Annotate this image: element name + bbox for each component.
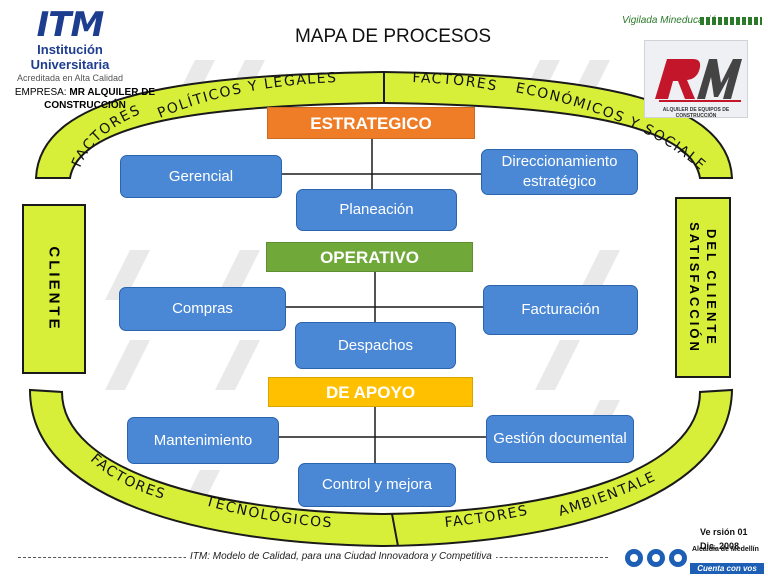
- process-planeacion: Planeación: [296, 189, 457, 231]
- client-box: CLIENTE: [22, 204, 86, 374]
- category-operativo: OPERATIVO: [266, 242, 473, 272]
- process-mantenimiento: Mantenimiento: [127, 417, 279, 464]
- client-label: CLIENTE: [45, 246, 63, 332]
- version-label: Ve rsión 01: [700, 527, 748, 537]
- rm-logo: [644, 40, 748, 118]
- cuenta-con-vos-badge: Cuenta con vos: [690, 563, 764, 574]
- version-date: Dic. 2008: [700, 541, 740, 551]
- bottom-arc: [28, 388, 734, 548]
- rm-caption: ALQUILER DE EQUIPOS DE CONSTRUCCIÓN: [662, 107, 730, 119]
- process-control-mejora: Control y mejora: [298, 463, 456, 507]
- page-title: MAPA DE PROCESOS: [294, 26, 492, 47]
- vigilada-label: Vigilada Mineducación: [622, 15, 722, 26]
- company-label-prefix: EMPRESA:: [14, 87, 67, 98]
- category-estrategico: ESTRATEGICO: [267, 107, 475, 139]
- footer-logos: [625, 549, 687, 567]
- top-arc: [34, 70, 734, 179]
- itm-logo: ITM Institución Universitaria Acreditada…: [10, 8, 130, 84]
- process-direccionamiento: Direccionamiento estratégico: [481, 149, 638, 195]
- process-gestion-documental: Gestión documental: [486, 415, 634, 463]
- company-label: EMPRESA: MR ALQUILER DE CONSTRUCCIÓN: [6, 86, 164, 112]
- client-satisfaction-line1: DEL CLIENTE: [704, 228, 719, 347]
- client-satisfaction-label: DEL CLIENTE SATISFACCIÓN: [686, 222, 720, 354]
- process-gerencial: Gerencial: [120, 155, 282, 198]
- rm-logo-mark: [655, 59, 742, 102]
- version-info: Ve rsión 01 Dic. 2008: [700, 525, 748, 553]
- client-satisfaction-line2: SATISFACCIÓN: [687, 221, 702, 354]
- footer-tagline: ITM: Modelo de Calidad, para una Ciudad …: [186, 551, 496, 562]
- process-compras: Compras: [119, 287, 286, 331]
- vigilada-bar: [700, 17, 762, 25]
- itm-mark: ITM: [36, 5, 105, 45]
- client-satisfaction-box: DEL CLIENTE SATISFACCIÓN: [675, 197, 731, 378]
- institution-name: Institución Universitaria: [30, 42, 110, 72]
- company-name: MR ALQUILER DE CONSTRUCCIÓN: [44, 87, 156, 111]
- alcaldia-label: Alcaldía de Medellín: [692, 546, 759, 553]
- process-facturacion: Facturación: [483, 285, 638, 335]
- institution-accreditation: Acreditada en Alta Calidad: [16, 73, 124, 83]
- bottom-arc-divider: [391, 513, 399, 547]
- connector-lines: [279, 139, 486, 463]
- process-despachos: Despachos: [295, 322, 456, 369]
- category-apoyo: DE APOYO: [268, 377, 473, 407]
